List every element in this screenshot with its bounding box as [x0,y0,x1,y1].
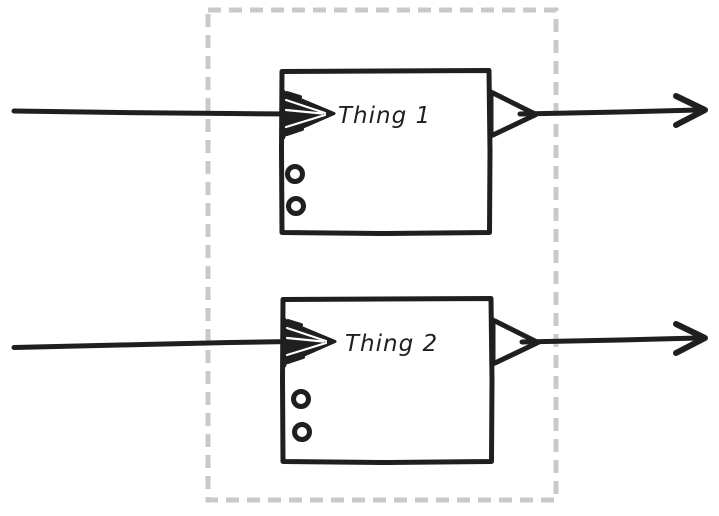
thing-2-port-circle-2 [292,422,312,442]
thing-1-input-port-arrow [280,89,336,140]
thing-2-block [280,296,495,465]
thing-1-label: Thing 1 [338,103,431,129]
output-arrowhead-2 [673,321,708,356]
thing-1-block [279,68,493,236]
output-arrowhead-1 [673,93,708,128]
thing-2-port-circle-1 [291,389,311,409]
dashed-group-boundary [205,7,559,503]
thing-1-port-circle-2 [286,196,306,216]
input-line-1 [11,108,295,117]
thing-1-port-circle-1 [285,164,305,184]
output-line-1 [517,107,701,117]
thing-2-input-port-arrow [281,317,337,368]
output-line-2 [519,335,701,345]
thing-2-label: Thing 2 [345,331,438,357]
input-line-2 [11,339,295,350]
